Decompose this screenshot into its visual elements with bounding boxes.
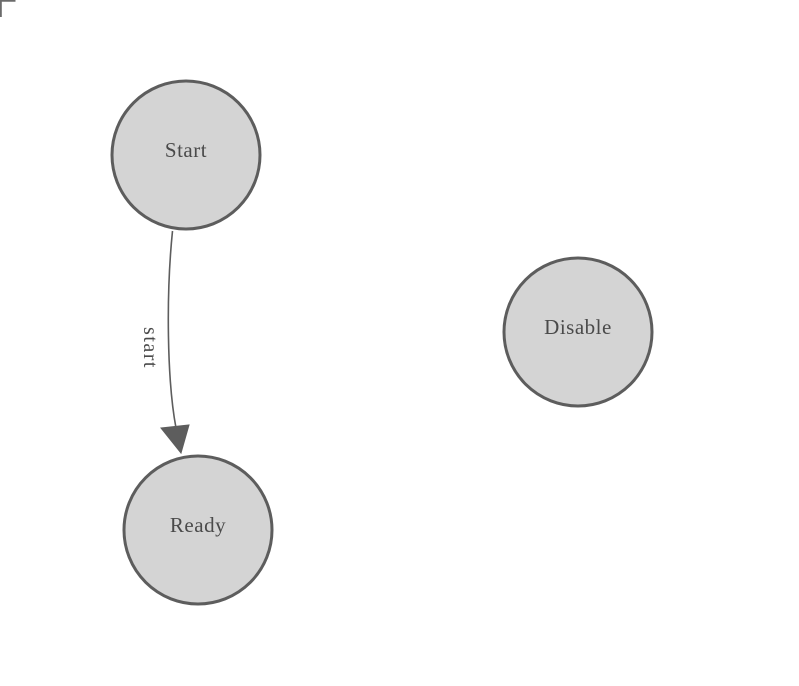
state-node-ready[interactable]: Ready [122, 454, 274, 606]
node-label: Disable [544, 315, 612, 339]
node-circle [502, 256, 654, 408]
transition-edge-start-to-ready[interactable]: start [139, 230, 190, 455]
node-label: Ready [170, 513, 226, 537]
edge-path [167, 230, 177, 429]
state-node-disable[interactable]: Disable [502, 256, 654, 408]
arrowhead-icon [160, 424, 190, 455]
node-label: Start [165, 138, 207, 162]
edge-label: start [139, 327, 161, 369]
node-circle [110, 79, 262, 231]
page-corner-mark-icon [0, 0, 16, 17]
node-circle [122, 454, 274, 606]
state-node-start[interactable]: Start [110, 79, 262, 231]
